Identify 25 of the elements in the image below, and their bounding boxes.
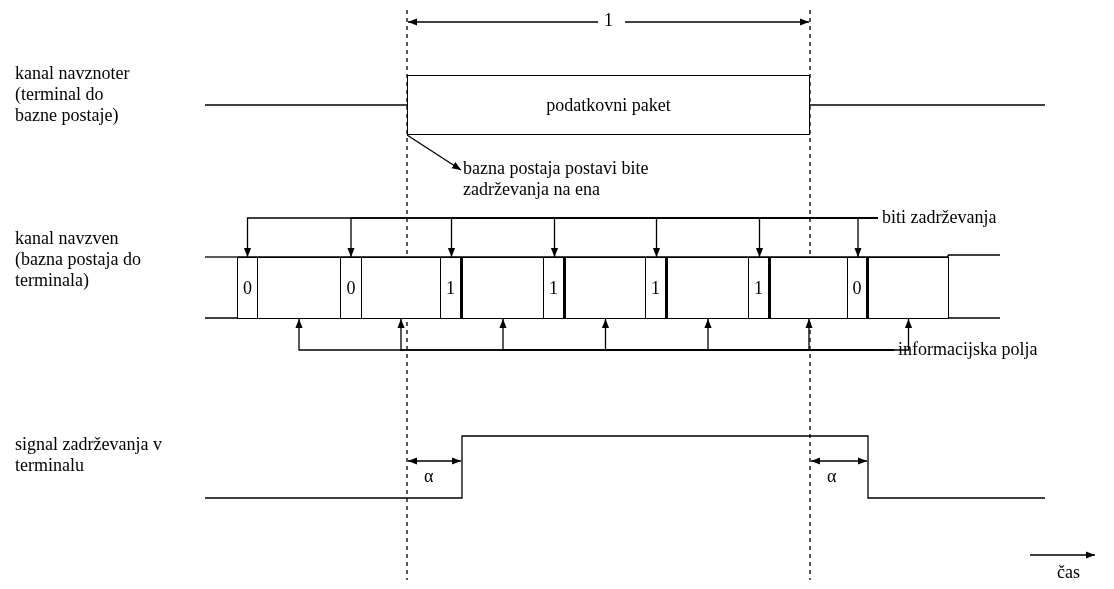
info-field-box [361, 257, 441, 319]
bit-cell: 0 [847, 257, 869, 319]
info-field-box [868, 257, 949, 319]
info-field-box [565, 257, 646, 319]
packet-box: podatkovni paket [407, 75, 810, 135]
axis-label: čas [1057, 562, 1081, 583]
bit-cell: 0 [237, 257, 258, 319]
annotation-text: informacijska polja [898, 339, 1098, 360]
info-field-box [667, 257, 749, 319]
annotation-text: bazna postaja postavi bite zadrževanja na ena [463, 158, 703, 200]
arrow [893, 318, 913, 351]
dimension-label: α [424, 466, 435, 487]
arrow [406, 134, 462, 171]
dimension-label: α [827, 466, 838, 487]
channel-label: signal zadrževanja v terminalu [15, 434, 163, 476]
annotation-text: biti zadrževanja [882, 207, 1062, 228]
info-field-box [770, 257, 848, 319]
arrow [805, 318, 895, 351]
channel-label: kanal navznoter (terminal do bazne postaje) [15, 63, 131, 126]
info-field-box [257, 257, 341, 319]
channel-label: kanal navzven (bazna postaja do terminala) [15, 228, 142, 291]
info-field-box [462, 257, 544, 319]
dimension-label: 1 [604, 10, 614, 31]
arrow [854, 217, 879, 258]
bit-cell: 0 [340, 257, 362, 319]
